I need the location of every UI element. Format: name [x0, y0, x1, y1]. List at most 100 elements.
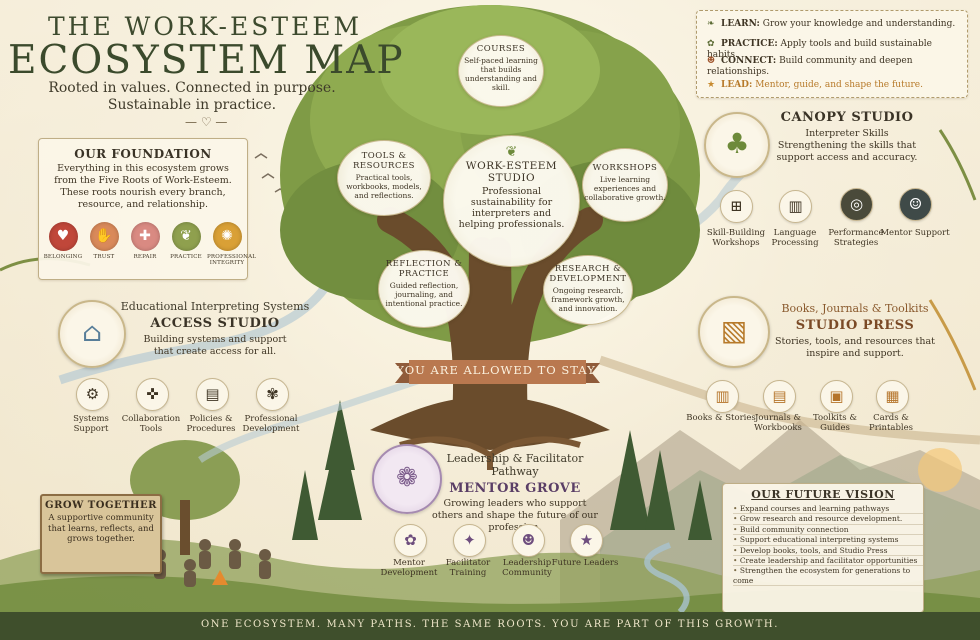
mentor-plant-icon[interactable]: ✿ [394, 524, 427, 557]
tagline-line-1: Rooted in values. Connected in purpose. [48, 80, 336, 96]
books-icon[interactable]: ▥ [706, 380, 739, 413]
puzzle-icon[interactable]: ✜ [136, 378, 169, 411]
workshops-bubble[interactable]: WORKSHOPS Live learning experiences and … [582, 148, 668, 222]
root-practice: ❦ PRACTICE [166, 222, 206, 260]
canopy-studio-title: CANOPY STUDIO [780, 110, 914, 125]
work-esteem-studio-bubble[interactable]: ❦ WORK-ESTEEM STUDIO Professional sustai… [443, 135, 580, 267]
sprout-icon: ❧ [707, 19, 715, 29]
studio-press-medal: ▧ [698, 296, 770, 368]
canopy-studio-subtitle: Interpreter Skills [805, 128, 889, 139]
future-vision-list: Expand courses and learning pathways Gro… [723, 504, 923, 587]
courses-bubble[interactable]: COURSES Self-paced learning that builds … [458, 35, 544, 107]
gear-people-icon[interactable]: ⚙ [76, 378, 109, 411]
seedling-icon: ✿ [707, 39, 715, 49]
legend-practice: ✿PRACTICE: Apply tools and build sustain… [707, 39, 932, 60]
legend-connect: ☻CONNECT: Build community and deepen rel… [707, 56, 913, 77]
legend-learn: ❧LEARN: Grow your knowledge and understa… [707, 19, 956, 29]
root-trust: ✋ TRUST [84, 222, 124, 260]
footer-text: ONE ECOSYSTEM. MANY PATHS. THE SAME ROOT… [201, 619, 779, 630]
access-studio-subtitle: Educational Interpreting Systems [120, 300, 310, 313]
cards-icon[interactable]: ▦ [876, 380, 909, 413]
journal-icon[interactable]: ▤ [763, 380, 796, 413]
five-roots: ♥ BELONGING ✋ TRUST ✚ REPAIR ❦ PRACTICE … [40, 222, 256, 272]
research-development-bubble[interactable]: RESEARCH & DEVELOPMENT Ongoing research,… [543, 255, 633, 325]
list-item: Expand courses and learning pathways [733, 504, 923, 515]
access-studio-medal: ⌂ [58, 300, 126, 368]
mentor-grove-title: MENTOR GROVE [449, 481, 581, 496]
mentor-grove-section: Leadership & Facilitator Pathway MENTOR … [430, 452, 600, 534]
handshake-icon: ✋ [89, 222, 119, 251]
root-repair: ✚ REPAIR [125, 222, 165, 260]
mentor-item-1: Facilitator Training [445, 558, 491, 578]
list-item: Build community connection [733, 525, 923, 536]
star-icon: ★ [707, 80, 716, 90]
foundation-panel: OUR FOUNDATION Everything in this ecosys… [38, 138, 248, 280]
footer-bar [0, 612, 980, 640]
studio-press-title: STUDIO PRESS [795, 318, 915, 333]
grow-together-title: GROW TOGETHER [45, 500, 157, 511]
canopy-studio-text: Strengthening the skills that support ac… [776, 140, 918, 163]
studio-press-section: Books, Journals & Toolkits STUDIO PRESS … [770, 302, 940, 360]
canopy-item-0: Skill-Building Workshops [706, 228, 766, 248]
list-item: Develop books, tools, and Studio Press [733, 546, 923, 557]
banner-text: YOU ARE ALLOWED TO STAY. [396, 363, 599, 377]
document-icon[interactable]: ▤ [196, 378, 229, 411]
access-studio-text: Building systems and support that create… [143, 334, 287, 357]
access-studio-title: ACCESS STUDIO [150, 316, 280, 331]
access-item-1: Collaboration Tools [121, 414, 181, 434]
book-icon[interactable]: ▥ [779, 190, 812, 223]
schoolhouse-icon: ⌂ [82, 318, 102, 348]
grow-together-sign: GROW TOGETHER A supportive community tha… [40, 494, 162, 574]
press-item-2: Toolkits & Guides [813, 413, 857, 433]
legend-panel: ❧LEARN: Grow your knowledge and understa… [696, 10, 968, 98]
canopy-item-1: Language Processing [771, 228, 819, 248]
compass-icon: ✺ [212, 222, 242, 251]
reflection-practice-bubble[interactable]: REFLECTION & PRACTICE Guided reflection,… [378, 250, 470, 328]
future-vision-panel: OUR FUTURE VISION Expand courses and lea… [722, 483, 924, 613]
press-item-3: Cards & Printables [868, 413, 913, 433]
list-item: Grow research and resource development. [733, 514, 923, 525]
mentor-grove-text: Growing leaders who support others and s… [432, 498, 598, 533]
workshop-board-icon[interactable]: ⊞ [720, 190, 753, 223]
mentor-item-3: Future Leaders [551, 558, 619, 568]
open-book-icon: ▧ [720, 314, 748, 347]
foundation-text: Everything in this ecosystem grows from … [54, 163, 232, 210]
press-item-1: Journals & Workbooks [754, 413, 802, 433]
heart-divider-icon: — ♡ — [185, 115, 228, 129]
target-icon[interactable]: ◎ [840, 188, 873, 221]
root-professional-integrity: ✺ PROFESSIONAL INTEGRITY [207, 222, 256, 266]
mentor-grove-subtitle: Leadership & Facilitator Pathway [446, 452, 584, 478]
people-icon: ☻ [707, 56, 716, 66]
list-item: Create leadership and facilitator opport… [733, 556, 923, 567]
access-studio-section: Educational Interpreting Systems ACCESS … [115, 300, 315, 358]
studio-press-text: Stories, tools, and resources that inspi… [775, 336, 935, 359]
tagline-line-2: Sustainable in practice. [107, 97, 277, 113]
canopy-studio-medal: ♣ [704, 112, 770, 178]
canopy-studio-section: CANOPY STUDIO Interpreter Skills Strengt… [772, 110, 922, 164]
canopy-item-2: Performance Strategies [828, 228, 884, 248]
sprout-icon: ❦ [505, 144, 518, 160]
legend-lead: ★LEAD: Mentor, guide, and shape the futu… [707, 80, 923, 90]
growing-leaders-icon: ❁ [396, 463, 418, 493]
access-item-3: Professional Development [242, 414, 300, 434]
toolkit-icon[interactable]: ▣ [820, 380, 853, 413]
compass-star-icon[interactable]: ✦ [453, 524, 486, 557]
tagline: Rooted in values. Connected in purpose. … [32, 80, 352, 114]
page-title: ECOSYSTEM MAP [8, 38, 405, 83]
tools-resources-bubble[interactable]: TOOLS & RESOURCES Practical tools, workb… [337, 140, 431, 216]
community-icon[interactable]: ☻ [512, 524, 545, 557]
banner-ribbon [395, 360, 600, 384]
title-small: THE WORK-ESTEEM [48, 12, 363, 41]
list-item: Support educational interpreting systems [733, 535, 923, 546]
future-vision-title: OUR FUTURE VISION [751, 488, 895, 501]
mentor-item-0: Mentor Development [380, 558, 438, 578]
mentor-grove-medal: ❁ [372, 444, 442, 514]
access-item-0: Systems Support [73, 414, 109, 434]
plant-icon[interactable]: ✾ [256, 378, 289, 411]
mentor-people-icon[interactable]: ☺ [899, 188, 932, 221]
press-item-0: Books & Stories [686, 413, 756, 423]
star-icon[interactable]: ★ [570, 524, 603, 557]
list-item: Strengthen the ecosystem for generations… [733, 566, 923, 587]
heart-icon: ♥ [48, 222, 78, 251]
root-belonging: ♥ BELONGING [43, 222, 83, 260]
